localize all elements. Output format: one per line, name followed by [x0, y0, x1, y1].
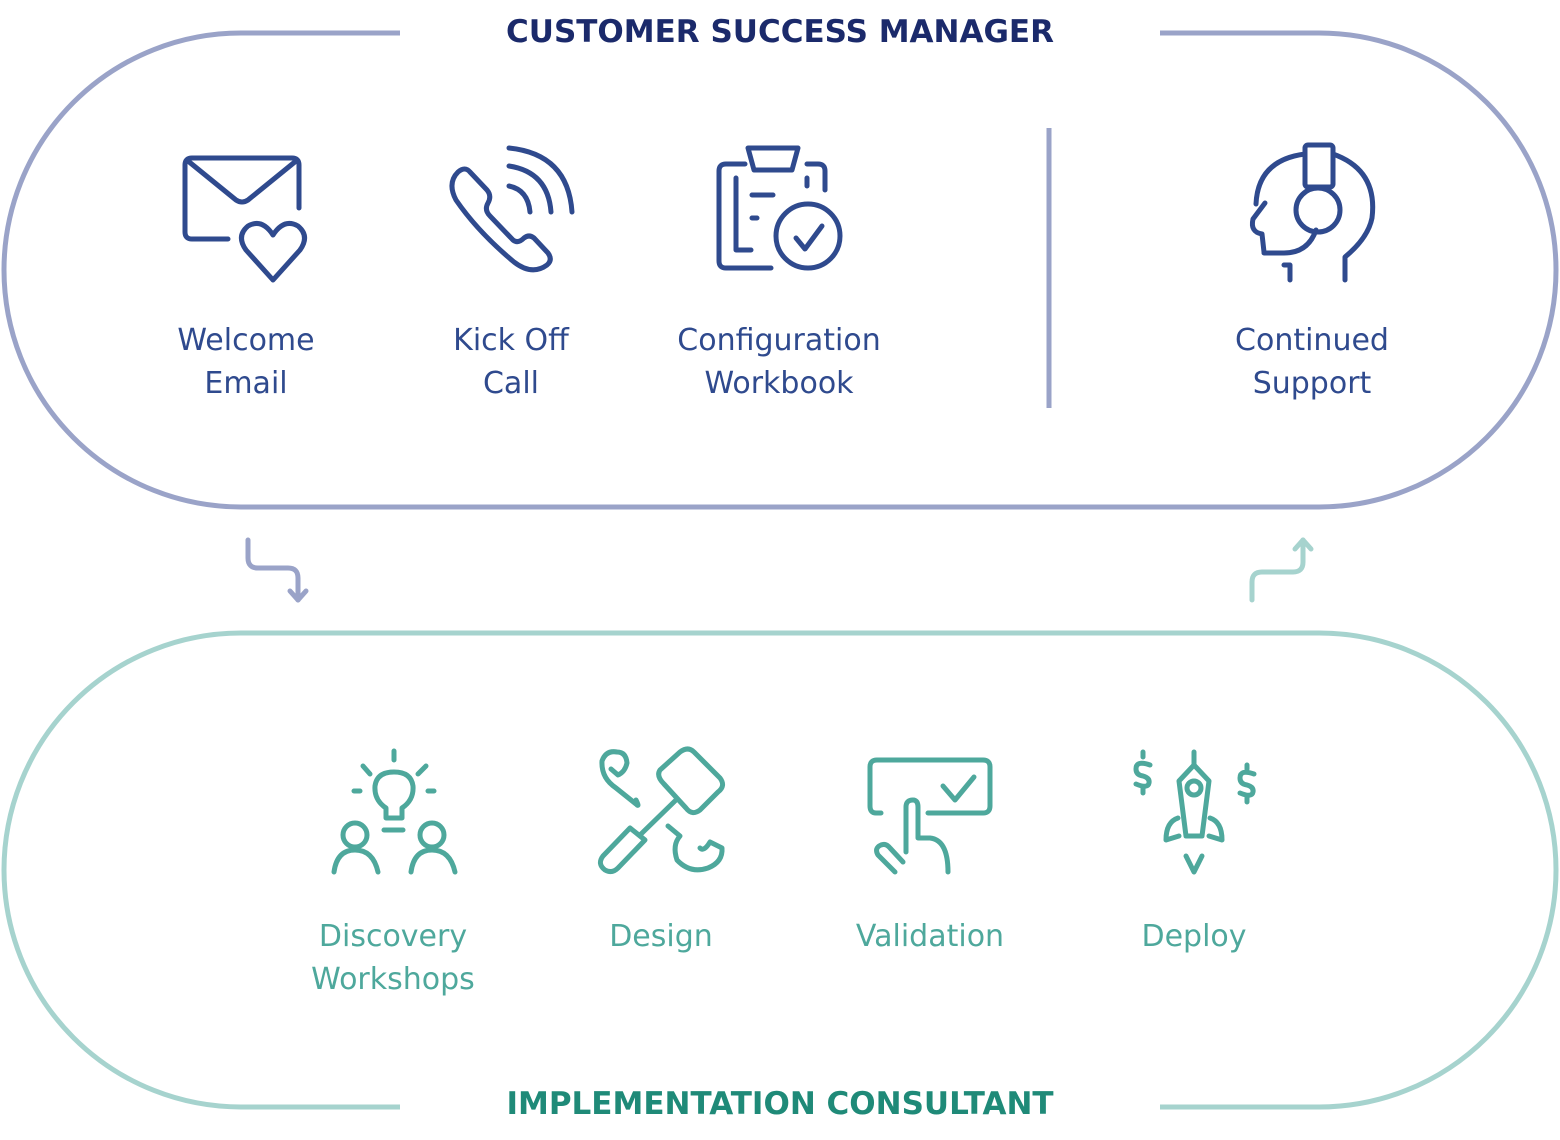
- touch-check-icon: [867, 757, 993, 875]
- step-label-line2: Email: [204, 366, 288, 401]
- step-discovery-workshops: Discovery Workshops: [263, 915, 523, 1001]
- step-label-line1: Design: [609, 919, 713, 954]
- clipboard-check-icon: [716, 145, 843, 271]
- step-validation: Validation: [800, 915, 1060, 958]
- step-label-line1: Deploy: [1141, 919, 1247, 954]
- step-label-line1: Continued: [1235, 323, 1389, 358]
- headset-support-icon: [1249, 142, 1376, 283]
- step-label-line1: Discovery: [318, 919, 468, 954]
- step-welcome-email: Welcome Email: [116, 319, 376, 405]
- idea-people-icon: [331, 748, 458, 875]
- step-label-line2: Call: [482, 366, 539, 401]
- step-label-line1: Kick Off: [453, 323, 569, 358]
- step-deploy: Deploy: [1064, 915, 1324, 958]
- step-configuration-workbook: Configuration Workbook: [649, 319, 909, 405]
- step-design: Design: [531, 915, 791, 958]
- csm-section-title: CUSTOMER SUCCESS MANAGER: [506, 14, 1054, 50]
- rocket-icon: [1133, 749, 1257, 875]
- ic-pill-border: [1, 630, 1559, 1110]
- step-label-line2: Workshops: [311, 962, 475, 997]
- step-label-line1: Welcome: [177, 323, 315, 358]
- step-label-line1: Configuration: [677, 323, 881, 358]
- step-label-line2: Workbook: [704, 366, 854, 401]
- ic-section-title: IMPLEMENTATION CONSULTANT: [506, 1086, 1054, 1122]
- step-kick-off-call: Kick Off Call: [381, 319, 641, 405]
- email-heart-icon: [182, 155, 307, 283]
- csm-pill-border: [1, 30, 1559, 510]
- arrow-down-icon: [245, 537, 309, 603]
- step-label-line1: Validation: [855, 919, 1005, 954]
- step-label-line2: Support: [1252, 366, 1372, 401]
- step-continued-support: Continued Support: [1182, 319, 1442, 405]
- arrow-up-icon: [1249, 537, 1314, 603]
- phone-call-icon: [449, 145, 575, 273]
- tools-icon: [597, 746, 726, 875]
